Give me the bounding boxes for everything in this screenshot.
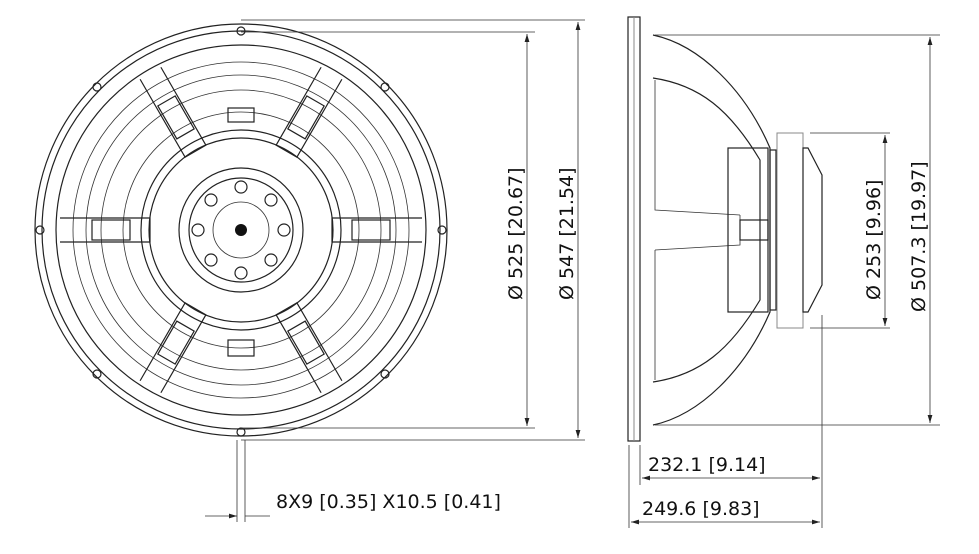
diameter-symbol: Ø [908,297,930,312]
svg-text:Ø 547 [21.54]: Ø 547 [21.54] [556,167,578,300]
magnet-screws [191,180,291,280]
svg-text:Ø 507.3 [19.97]: Ø 507.3 [19.97] [908,161,930,312]
depth-249: 249.6 [642,498,696,520]
diameter-symbol: Ø [505,285,527,300]
dim-525: 525 [505,243,527,279]
depth-232-inch: 9.14 [716,454,758,476]
dim-547-inch: 21.54 [556,175,578,229]
terminal [227,107,255,123]
svg-text:249.6 [9.83]: 249.6 [9.83] [642,498,760,520]
svg-text:8X9 [0.35] X10.5 [0.41]: 8X9 [0.35] X10.5 [0.41] [276,491,501,513]
svg-text:Ø 525 [20.67]: Ø 525 [20.67] [505,167,527,300]
hole-slot: X10.5 [382,491,437,513]
diameter-symbol: Ø [863,285,885,300]
svg-text:Ø 253 [9.96]: Ø 253 [9.96] [863,180,885,300]
side-view [627,16,823,442]
dim-253: 253 [863,243,885,279]
dim-507: 507.3 [908,237,930,291]
dim-253-inch: 9.96 [863,187,885,229]
depth-232: 232.1 [648,454,702,476]
hole-slot-inch: 0.41 [451,491,493,513]
dim-525-inch: 20.67 [505,175,527,229]
hole-count-size: 8X9 [276,491,313,513]
depth-249-inch: 9.83 [710,498,752,520]
front-dimensions: Ø 525 [20.67] Ø 547 [21.54] 8X9 [0.35] X… [205,19,585,522]
diameter-symbol: Ø [556,285,578,300]
hole-size-inch: 0.35 [327,491,369,513]
side-dimensions: Ø 253 [9.96] Ø 507.3 [19.97] 232.1 [9.14… [628,34,940,528]
front-view [34,23,448,437]
dim-507-inch: 19.97 [908,169,930,223]
terminal [227,339,255,357]
dim-547: 547 [556,243,578,279]
svg-text:232.1 [9.14]: 232.1 [9.14] [648,454,766,476]
